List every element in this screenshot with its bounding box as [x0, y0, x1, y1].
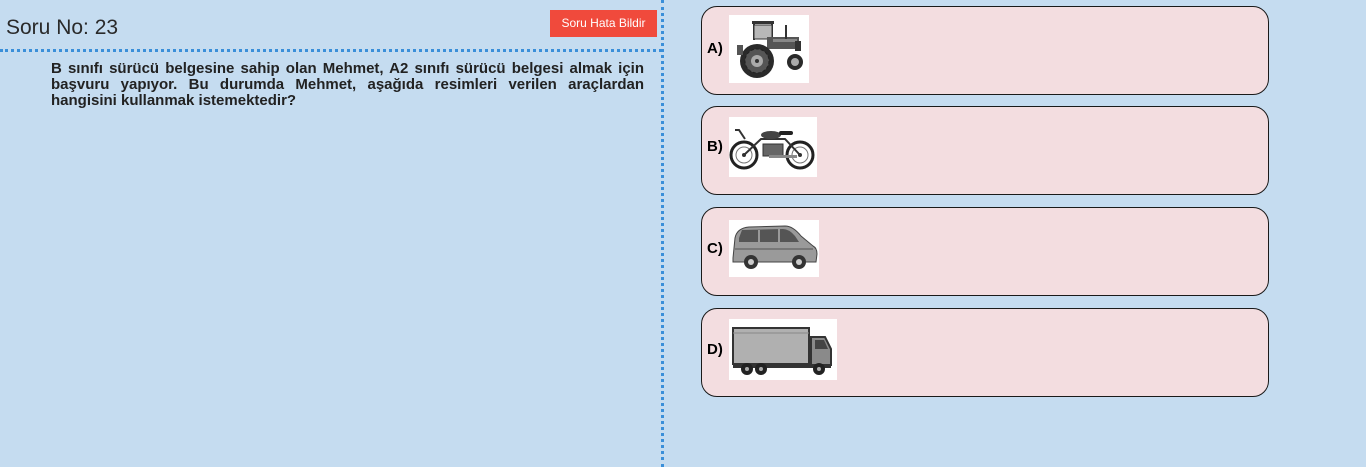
- header-divider: [0, 49, 662, 52]
- question-header: Soru No: 23 Soru Hata Bildir: [0, 0, 662, 52]
- option-d[interactable]: D): [701, 308, 1269, 397]
- option-b[interactable]: B): [701, 106, 1269, 195]
- report-error-button[interactable]: Soru Hata Bildir: [550, 10, 657, 37]
- minivan-image: [729, 220, 819, 277]
- tractor-image: [729, 15, 809, 83]
- truck-image: [729, 319, 837, 380]
- question-number: Soru No: 23: [6, 16, 119, 39]
- motorcycle-image: [729, 117, 817, 177]
- pane-divider: [661, 0, 664, 467]
- question-pane: Soru No: 23 Soru Hata Bildir B sınıfı sü…: [0, 0, 662, 467]
- option-letter: B): [707, 138, 723, 155]
- option-letter: C): [707, 240, 723, 257]
- option-a[interactable]: A): [701, 6, 1269, 95]
- question-text: B sınıfı sürücü belgesine sahip olan Meh…: [51, 60, 644, 109]
- option-c[interactable]: C): [701, 207, 1269, 296]
- option-letter: D): [707, 341, 723, 358]
- option-letter: A): [707, 40, 723, 57]
